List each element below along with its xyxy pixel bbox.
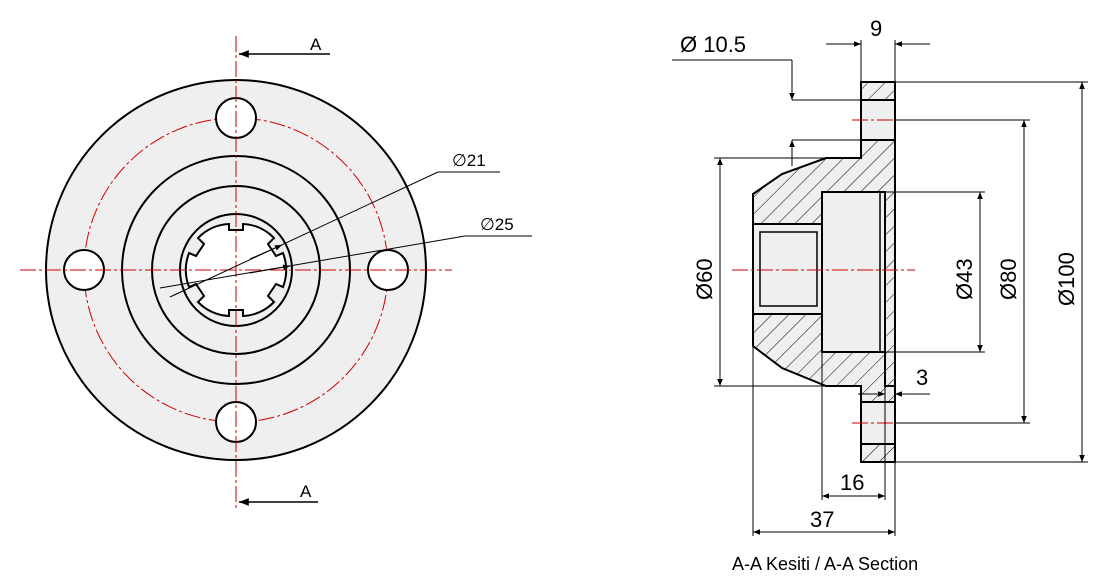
counterbore — [821, 191, 886, 353]
bore-splined — [752, 223, 823, 315]
section-label-bottom: A — [300, 482, 312, 501]
d21-arrow — [249, 244, 283, 260]
w16-label: 16 — [840, 470, 864, 495]
w37-label: 37 — [810, 507, 834, 532]
d21-label: ∅21 — [452, 151, 486, 170]
d80-label: Ø80 — [996, 258, 1021, 300]
d25-label: ∅25 — [480, 215, 514, 234]
w9-label: 9 — [870, 16, 882, 41]
d10_5-label: Ø 10.5 — [680, 32, 746, 57]
d21-leader — [169, 171, 439, 298]
flange-lower-solid — [860, 443, 896, 463]
bore-splined-inner — [759, 231, 818, 307]
d25-leader — [159, 235, 466, 289]
section-view: Ø 10.5 9 Ø60 Ø43 Ø80 Ø100 3 16 37 A-A Ke… — [672, 16, 1088, 574]
extension-lines — [714, 40, 1088, 536]
d43-label: Ø43 — [952, 258, 977, 300]
d100-label: Ø100 — [1054, 252, 1079, 306]
section-caption: A-A Kesiti / A-A Section — [732, 554, 918, 574]
front-view: A A ∅21 ∅25 — [20, 35, 532, 508]
w3-label: 3 — [916, 365, 928, 390]
d25-arrow — [249, 264, 291, 274]
flange-upper-solid — [860, 81, 896, 101]
d60-label: Ø60 — [692, 258, 717, 300]
section-label-top: A — [310, 35, 322, 54]
